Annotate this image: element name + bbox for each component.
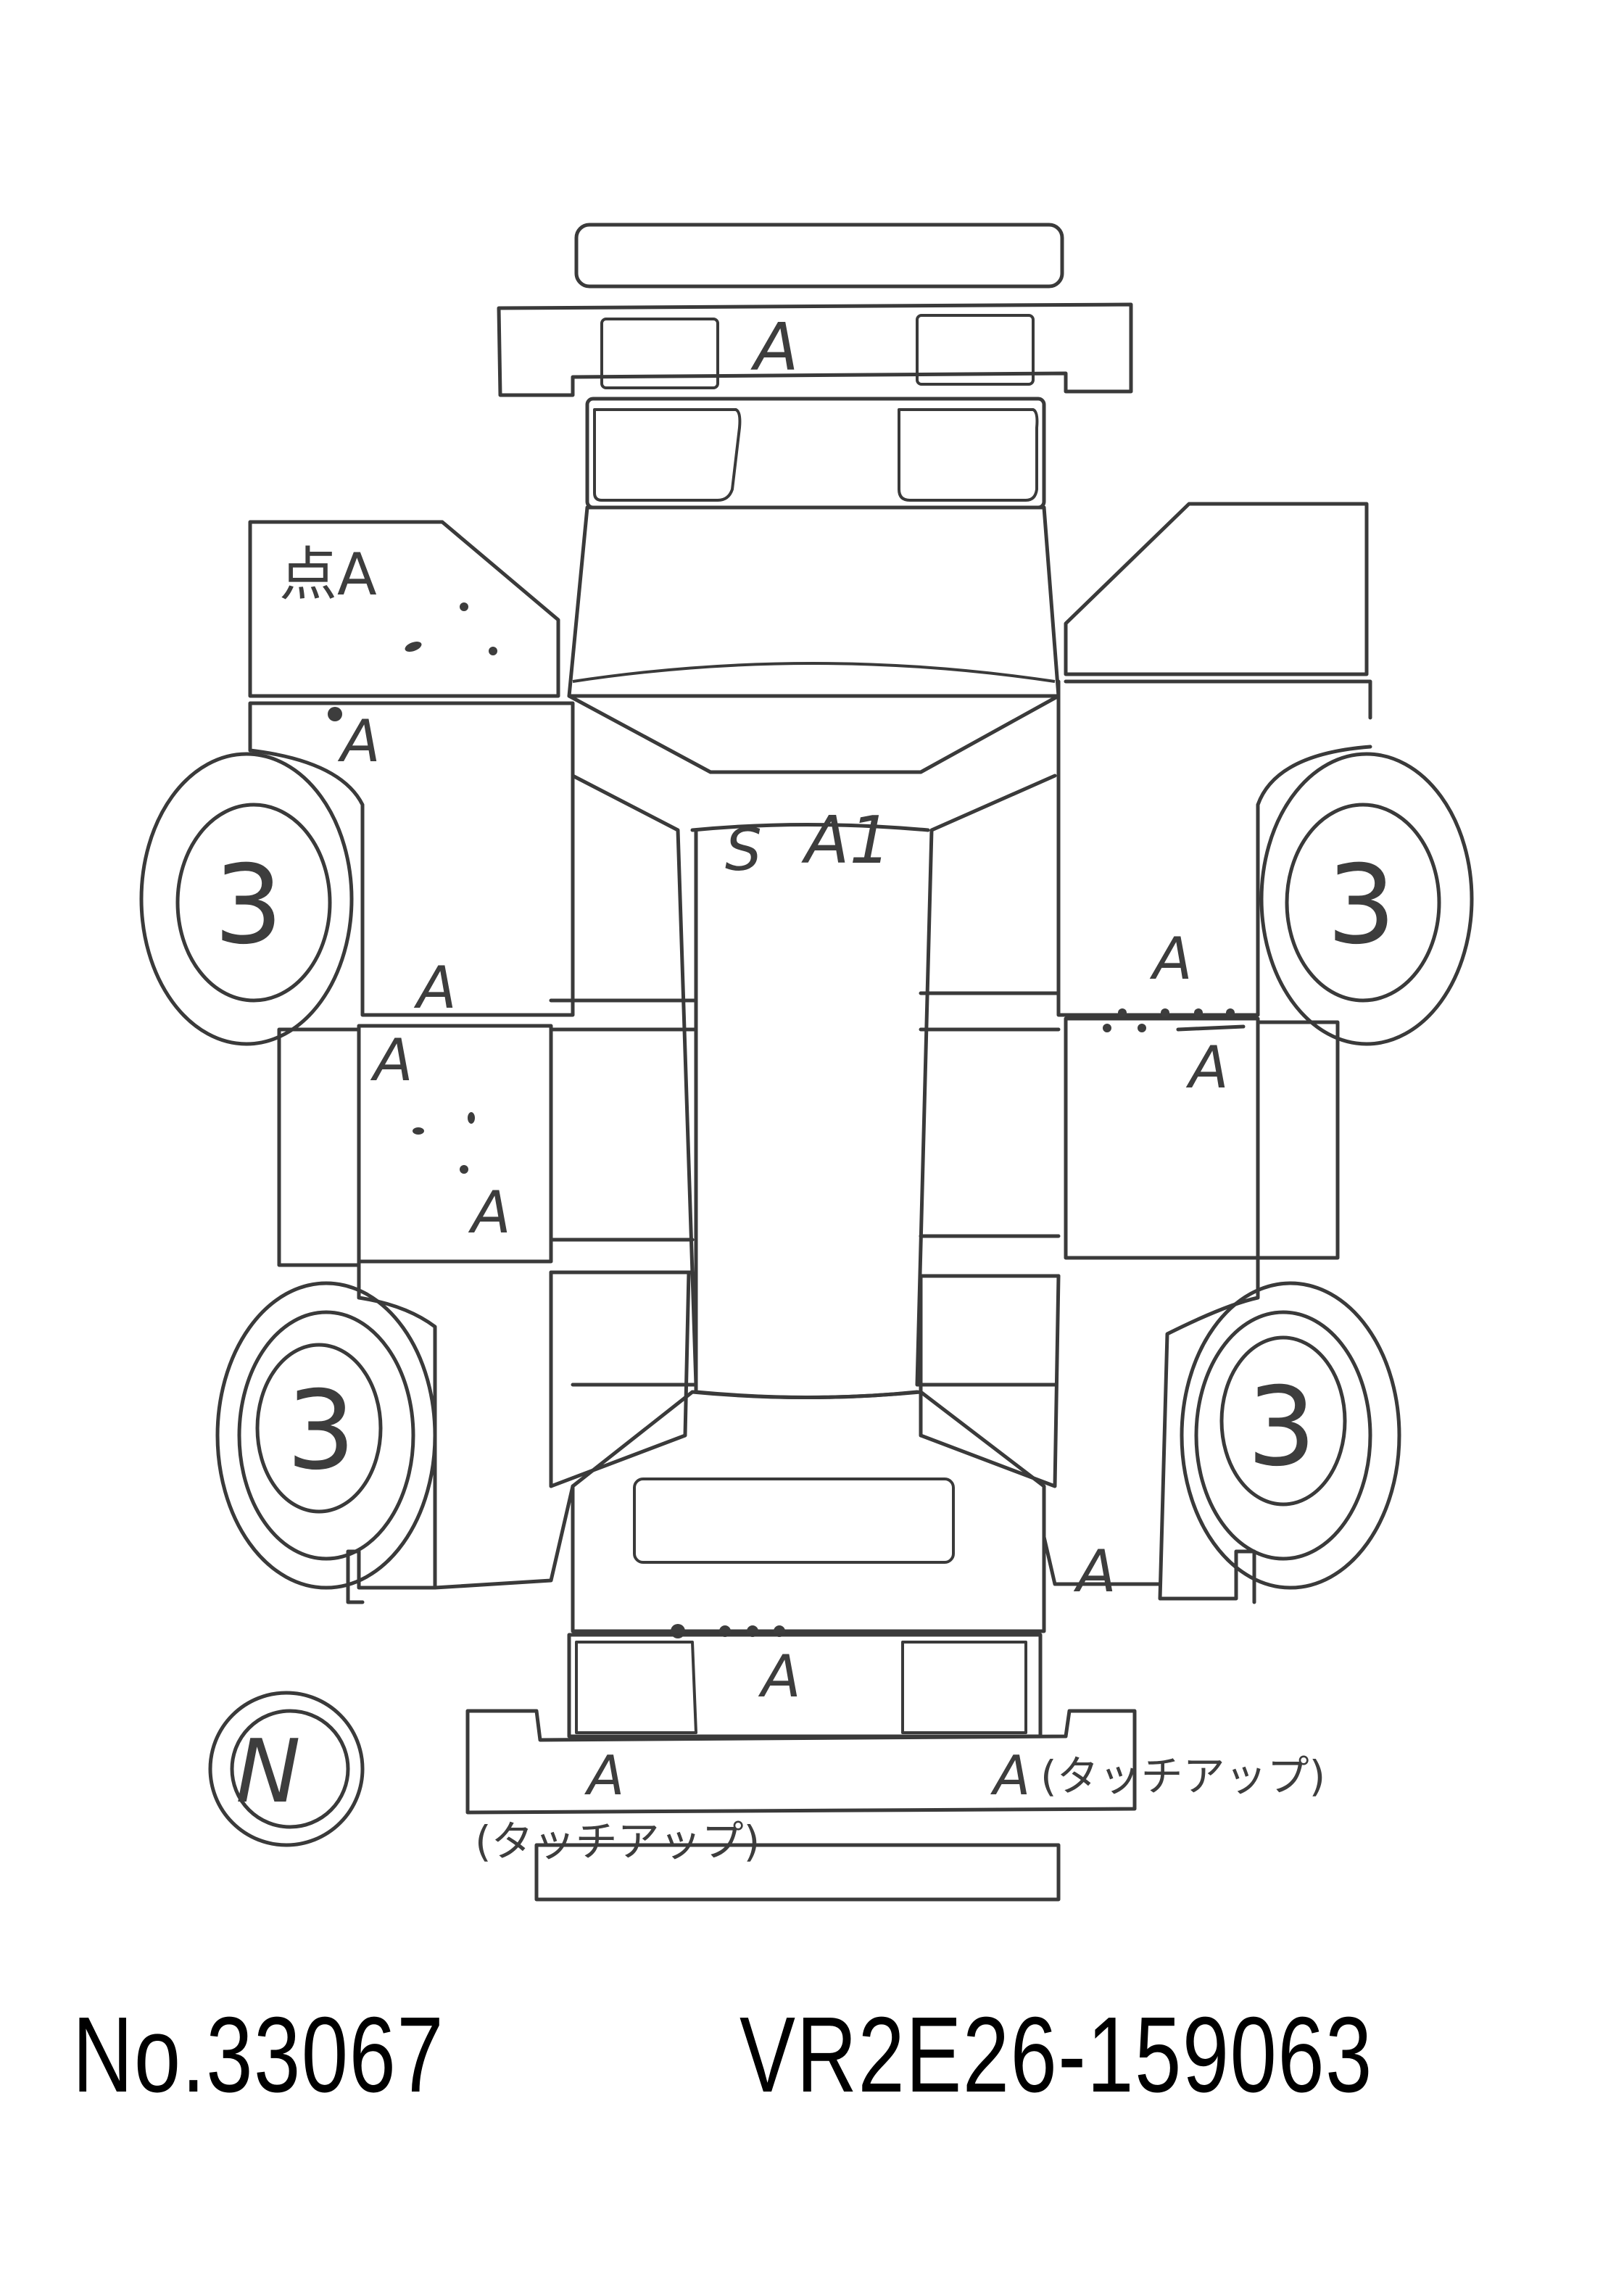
- wheel-rear-right-grade: 3: [1247, 1364, 1316, 1491]
- right-front-fender: [1064, 502, 1372, 720]
- rear-gate: [571, 1390, 1046, 1638]
- left-front-fender-lower-grade: A: [337, 708, 381, 775]
- wheel-rear-left-grade: 3: [286, 1368, 355, 1494]
- sheet-number: No.33067: [72, 1995, 445, 2115]
- right-front-door-lower-grade: A: [1185, 1034, 1229, 1101]
- front-bumper-grade: A: [750, 310, 799, 386]
- roof-windshield-mark: S: [725, 816, 762, 884]
- footer: No.33067 VR2E26-159063: [0, 2001, 1624, 2110]
- rear-bumper-right-note: (タッチアップ): [1040, 1752, 1325, 1801]
- front-bumper: A: [497, 302, 1133, 397]
- rear-bumper-left-grade: A: [584, 1744, 624, 1807]
- rear-bumper-left-note: (タッチアップ): [475, 1817, 760, 1866]
- roof-grade: A1: [801, 803, 891, 879]
- windshield-roof: S A1: [567, 694, 1061, 1399]
- spare-tire-mark: N: [236, 1722, 301, 1823]
- left-front-quarter: A A: [248, 701, 575, 1021]
- left-rear-door-grade: A: [468, 1179, 511, 1246]
- left-front-door-lower-grade: A: [370, 1027, 413, 1094]
- wheel-front-left-grade: 3: [214, 842, 283, 969]
- right-front-quarter: A A: [1056, 679, 1372, 1101]
- rear-bumper: A (タッチアップ) A (タッチアップ): [465, 1709, 1325, 1866]
- headlights: [585, 397, 1046, 510]
- right-rear-quarter: A: [919, 1256, 1260, 1605]
- right-doors: [919, 991, 1340, 1278]
- wheel-rear-right: 3: [1180, 1281, 1401, 1590]
- rear-gate-grade: A: [758, 1643, 801, 1710]
- rear-strip: [534, 1843, 1061, 1902]
- left-front-fender-grade: 点A: [279, 541, 377, 608]
- rear-bumper-right-grade: A: [990, 1744, 1030, 1807]
- right-rear-quarter-grade: A: [1073, 1538, 1116, 1605]
- right-front-door-grade: A: [1149, 925, 1193, 992]
- spare-tire: N: [208, 1691, 365, 1847]
- left-front-fender: 点A: [248, 520, 560, 698]
- wheel-front-right-grade: 3: [1327, 842, 1396, 969]
- chassis-number: VR2E26-159063: [740, 1995, 1373, 2115]
- wheel-front-left: 3: [139, 752, 354, 1046]
- rear-lights: A: [567, 1633, 1043, 1738]
- wheel-front-right: 3: [1259, 752, 1474, 1046]
- left-doors: A A: [277, 998, 698, 1275]
- left-front-door-grade: A: [413, 954, 457, 1021]
- front-strip: [574, 223, 1064, 289]
- left-rear-quarter: [346, 1263, 691, 1604]
- wheel-rear-left: 3: [215, 1281, 437, 1590]
- hood: [567, 505, 1061, 698]
